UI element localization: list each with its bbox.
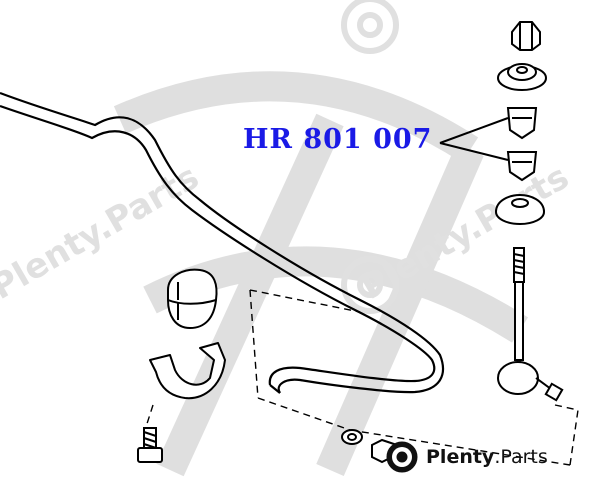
part-number-label: HR 801 007	[243, 124, 433, 155]
logo-brand: Plenty	[426, 446, 495, 468]
watermark-rotor	[341, 0, 399, 314]
stabilizer-bar	[0, 91, 445, 394]
rubber-bushing-upper	[506, 107, 538, 140]
cup-washer	[497, 63, 547, 91]
logo-rotor-icon	[386, 441, 418, 473]
logo-suffix: .Parts	[494, 446, 548, 468]
rubber-bushing-lower	[506, 151, 538, 182]
bracket-bolt	[137, 427, 163, 463]
stabilizer-link	[497, 247, 564, 402]
logo-text: Plenty.Parts	[426, 446, 548, 468]
brand-logo: Plenty.Parts	[420, 441, 548, 473]
bar-bushing	[167, 268, 218, 330]
callout-leaders	[439, 117, 509, 161]
bushing-bracket	[149, 342, 226, 400]
top-nut	[511, 21, 541, 51]
lower-cup-washer	[495, 193, 545, 225]
